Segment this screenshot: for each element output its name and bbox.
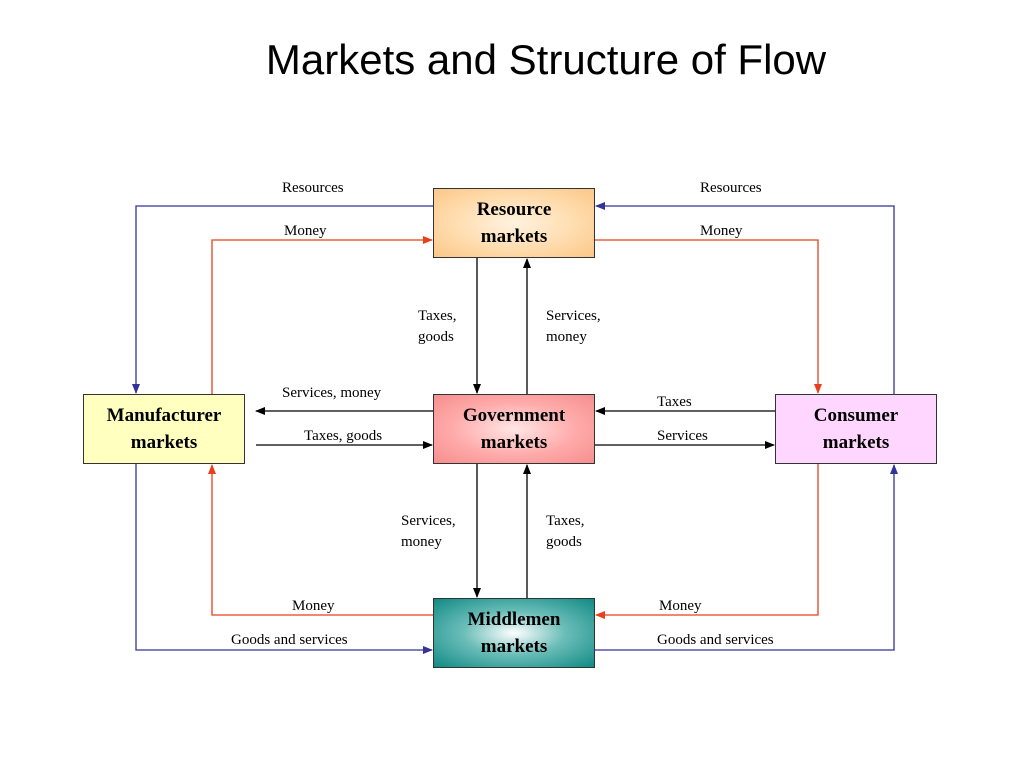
label-res-gov-taxes-goods: Taxes, goods <box>418 308 457 345</box>
label-mfr-gov-services-money: Services, money <box>282 385 382 401</box>
consumer-markets-box: Consumer markets <box>775 394 937 464</box>
government-markets-line1: Government <box>462 405 566 426</box>
flow-goods-mid-to-consumer <box>595 464 898 651</box>
manufacturer-markets-line2: markets <box>130 432 198 453</box>
resource-markets-line2: markets <box>480 226 548 247</box>
label-gov-mid-taxes-goods: Taxes, goods <box>546 513 585 550</box>
middlemen-markets-line2: markets <box>480 636 548 657</box>
resource-markets-line1: Resource <box>476 199 552 220</box>
flow-money-consumer-to-mid <box>595 464 819 619</box>
flow-resources-consumer-to-resource <box>595 202 895 394</box>
flow-goods-manufacturer-to-mid <box>135 464 433 654</box>
label-top-right-money: Money <box>700 223 743 239</box>
flow-resources-to-manufacturer <box>132 205 433 394</box>
label-bottom-right-money: Money <box>659 598 702 614</box>
manufacturer-markets-line1: Manufacturer <box>106 405 222 426</box>
government-markets-box: Government markets <box>433 394 595 464</box>
label-top-left-money: Money <box>284 223 327 239</box>
label-mfr-gov-taxes-goods: Taxes, goods <box>304 428 383 444</box>
middlemen-markets-box: Middlemen markets <box>433 598 595 668</box>
flow-money-mid-to-manufacturer <box>208 464 433 616</box>
label-gov-con-taxes: Taxes <box>657 394 692 410</box>
consumer-markets-line1: Consumer <box>813 405 899 426</box>
flow-money-resource-to-consumer <box>595 239 822 394</box>
label-bottom-left-money: Money <box>292 598 335 614</box>
middlemen-markets-line1: Middlemen <box>467 609 561 630</box>
resource-markets-box: Resource markets <box>433 188 595 258</box>
label-top-left-resources: Resources <box>282 180 344 196</box>
label-gov-con-services: Services <box>657 428 708 444</box>
label-bottom-left-goods: Goods and services <box>231 632 348 648</box>
government-markets-line2: markets <box>480 432 548 453</box>
consumer-markets-line2: markets <box>822 432 890 453</box>
flow-money-manufacturer-to-resource <box>211 236 433 394</box>
manufacturer-markets-box: Manufacturer markets <box>83 394 245 464</box>
label-bottom-right-goods: Goods and services <box>657 632 774 648</box>
label-top-right-resources: Resources <box>700 180 762 196</box>
label-gov-mid-services-money: Services, money <box>401 513 456 550</box>
label-res-gov-services-money: Services, money <box>546 308 601 345</box>
diagram-title: Markets and Structure of Flow <box>265 36 827 83</box>
